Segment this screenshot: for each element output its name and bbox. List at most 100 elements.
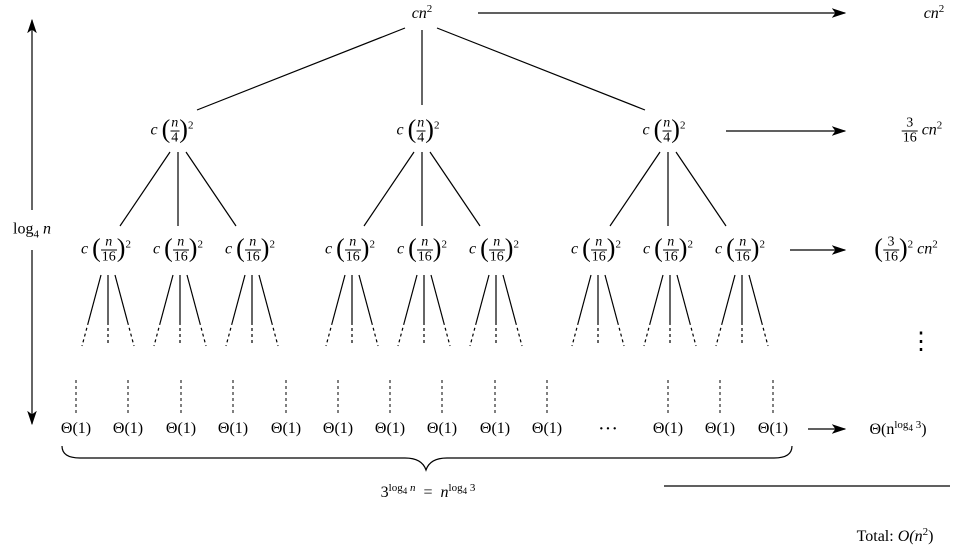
cost-arrows [478, 8, 847, 434]
node-num: n [416, 115, 426, 132]
node-coef: c [225, 240, 233, 258]
fan-edge [403, 274, 418, 323]
leaf-node: Θ(1) [704, 420, 736, 437]
node-coef: c [153, 240, 161, 258]
node-den: 4 [663, 130, 671, 146]
cost2-num: 3 [882, 235, 899, 251]
node-exp: 2 [125, 238, 131, 251]
node-exp: 2 [679, 119, 686, 132]
fan-edge-dashed [371, 321, 379, 347]
node-num: n [662, 235, 679, 251]
node-exp: 2 [513, 238, 519, 251]
fan-edge [748, 274, 763, 323]
root-coef: c [411, 5, 419, 23]
node-coef: c [642, 121, 650, 139]
level2-edges [81, 274, 769, 347]
fan-edge [577, 274, 592, 323]
node-den: 16 [101, 249, 116, 265]
node-num: n [590, 235, 607, 251]
fan-edge-dashed [127, 321, 135, 347]
leaf-count-exp-sub: 4 [402, 486, 408, 497]
fan-edge-dashed [443, 321, 451, 347]
node-den: 4 [171, 130, 179, 146]
leaf-node: Θ(1) [60, 420, 92, 437]
node-coef: c [81, 240, 89, 258]
fan-edge-dashed [643, 321, 651, 347]
leaf-count-eq: = [423, 484, 433, 502]
cost-leaves: Θ(nlog4 3) [869, 418, 926, 439]
node-den: 16 [591, 249, 606, 265]
node-den: 16 [663, 249, 678, 265]
node-exp: 2 [687, 238, 693, 251]
node-exp: 2 [441, 238, 447, 251]
fan-edge [186, 274, 201, 323]
node-exp: 2 [433, 119, 440, 132]
fan-edge [231, 274, 246, 323]
total-exp: 2 [922, 525, 929, 538]
leaf-count: 3log4 n = nlog4 3 [381, 481, 476, 502]
leaf-brace [61, 445, 793, 472]
cost-root: cn2 [923, 2, 945, 23]
root-node: cn2 [411, 3, 433, 23]
leaf-node: Θ(1) [112, 420, 144, 437]
leaf-count-exp-var: n [409, 481, 416, 494]
node-den: 16 [173, 249, 188, 265]
fan-edge [649, 274, 664, 323]
cost-vdots: ⋮ [909, 329, 933, 355]
cost1-exp: 2 [936, 119, 943, 132]
node-coef: c [643, 240, 651, 258]
cost-root-exp: 2 [938, 2, 945, 15]
root-edges [196, 27, 646, 111]
fan-edge-dashed [515, 321, 523, 347]
height-sub: 4 [33, 228, 39, 241]
node-num: n [170, 115, 180, 132]
cost-root-text: cn [923, 5, 939, 23]
fan-edge [604, 274, 619, 323]
cost1-den: 16 [902, 130, 917, 146]
node-den: 16 [735, 249, 750, 265]
node-coef: c [715, 240, 723, 258]
cost1-tail: cn [921, 121, 937, 139]
fan-edge-dashed [153, 321, 161, 347]
fan-edge [159, 274, 174, 323]
node-exp: 2 [187, 119, 194, 132]
fan-edge-dashed [325, 321, 333, 347]
fan-edge [114, 274, 129, 323]
leaf-count-rhs-sub: 4 [462, 486, 468, 497]
node-coef: c [469, 240, 477, 258]
total-value: O(n [897, 528, 923, 546]
node-num: n [416, 235, 433, 251]
node-num: n [344, 235, 361, 251]
cost-leaves-theta: Θ(n [869, 421, 895, 439]
node-exp: 2 [197, 238, 203, 251]
fan-edge-dashed [715, 321, 723, 347]
node-num: n [172, 235, 189, 251]
fan-edge [331, 274, 346, 323]
fan-edge [87, 274, 102, 323]
height-label: log4 n [13, 219, 51, 243]
height-log: log [13, 220, 34, 238]
cost2-tail: cn [917, 240, 933, 258]
fan-edge [676, 274, 691, 323]
cost-leaves-exp-tail: 3 [915, 418, 922, 431]
total-label: Total: O(n2) [857, 525, 934, 546]
total-close: ) [928, 528, 934, 546]
cost-leaves-exp: log [894, 418, 909, 431]
fan-edge-dashed [689, 321, 697, 347]
node-coef: c [150, 121, 158, 139]
leaf-count-exp: log [388, 481, 403, 494]
leaf-stub-edges [75, 380, 774, 414]
level1-edges [119, 151, 727, 227]
fan-edge-dashed [469, 321, 477, 347]
leaf-node: Θ(1) [322, 420, 354, 437]
leaf-ellipsis: ··· [598, 418, 618, 440]
leaf-node: Θ(1) [426, 420, 458, 437]
